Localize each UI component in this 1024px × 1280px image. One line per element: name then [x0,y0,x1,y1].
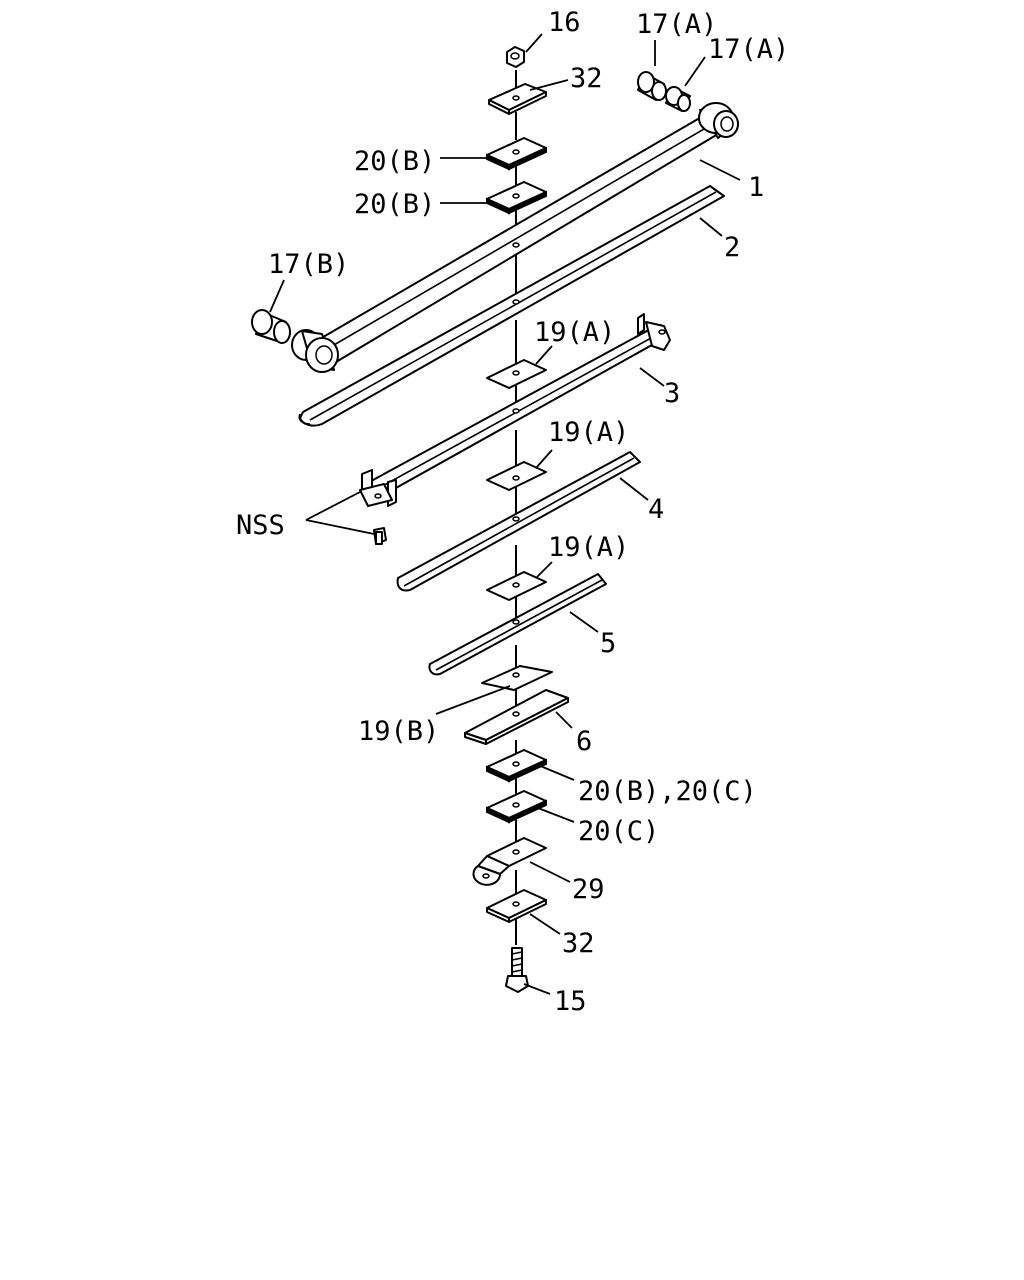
callout-20bc: 20(B),20(C) [578,776,757,807]
part-17a-bushing-2 [665,86,691,112]
callout-32-top: 32 [570,63,603,94]
callout-19a-2: 19(A) [548,417,629,448]
part-32-bottom-plate [486,889,547,923]
part-5-leaf [428,573,607,676]
part-3-leaf-with-clips [359,313,671,507]
callout-17b: 17(B) [268,249,349,280]
callout-20c: 20(C) [578,816,659,847]
leader-lines [269,33,741,995]
callout-17a-2: 17(A) [708,34,789,65]
part-17a-bushing-1 [637,71,667,101]
part-19a-insert-1 [486,359,547,389]
part-16-nut [506,46,525,68]
part-15-bolt [505,947,529,993]
callout-nss: NSS [236,510,285,541]
nss-bolt [373,527,387,545]
callout-2: 2 [724,232,740,263]
part-6-leaf [464,689,569,745]
part-17b-bushing [251,309,291,344]
part-1-main-leaf [291,102,739,373]
callout-4: 4 [648,494,664,525]
part-2-leaf [298,185,725,427]
part-19b-insert [481,665,553,691]
callout-16: 16 [548,7,581,38]
part-20bc-spacer [486,749,547,783]
part-19a-insert-3 [486,571,547,601]
callout-19a-3: 19(A) [548,532,629,563]
callout-20b-1: 20(B) [354,146,435,177]
callout-5: 5 [600,628,616,659]
callout-20b-2: 20(B) [354,189,435,220]
part-20b-spacer-lower [486,181,547,215]
callout-1: 1 [748,172,764,203]
part-20b-spacer-upper [486,137,547,171]
part-20c-spacer [486,790,547,824]
part-32-top-plate [488,83,547,115]
callout-17a-1: 17(A) [636,9,717,40]
callout-29: 29 [572,874,605,905]
part-4-leaf [396,451,641,592]
callout-32-bottom: 32 [562,928,595,959]
callout-labels: 16 32 17(A) 17(A) 20(B) 20(B) 1 2 17(B) … [236,7,789,1017]
part-29-bracket [472,837,547,886]
callout-19b: 19(B) [358,716,439,747]
callout-15: 15 [554,986,587,1017]
part-19a-insert-2 [486,461,547,491]
callout-19a-1: 19(A) [534,317,615,348]
callout-6: 6 [576,726,592,757]
callout-3: 3 [664,378,680,409]
